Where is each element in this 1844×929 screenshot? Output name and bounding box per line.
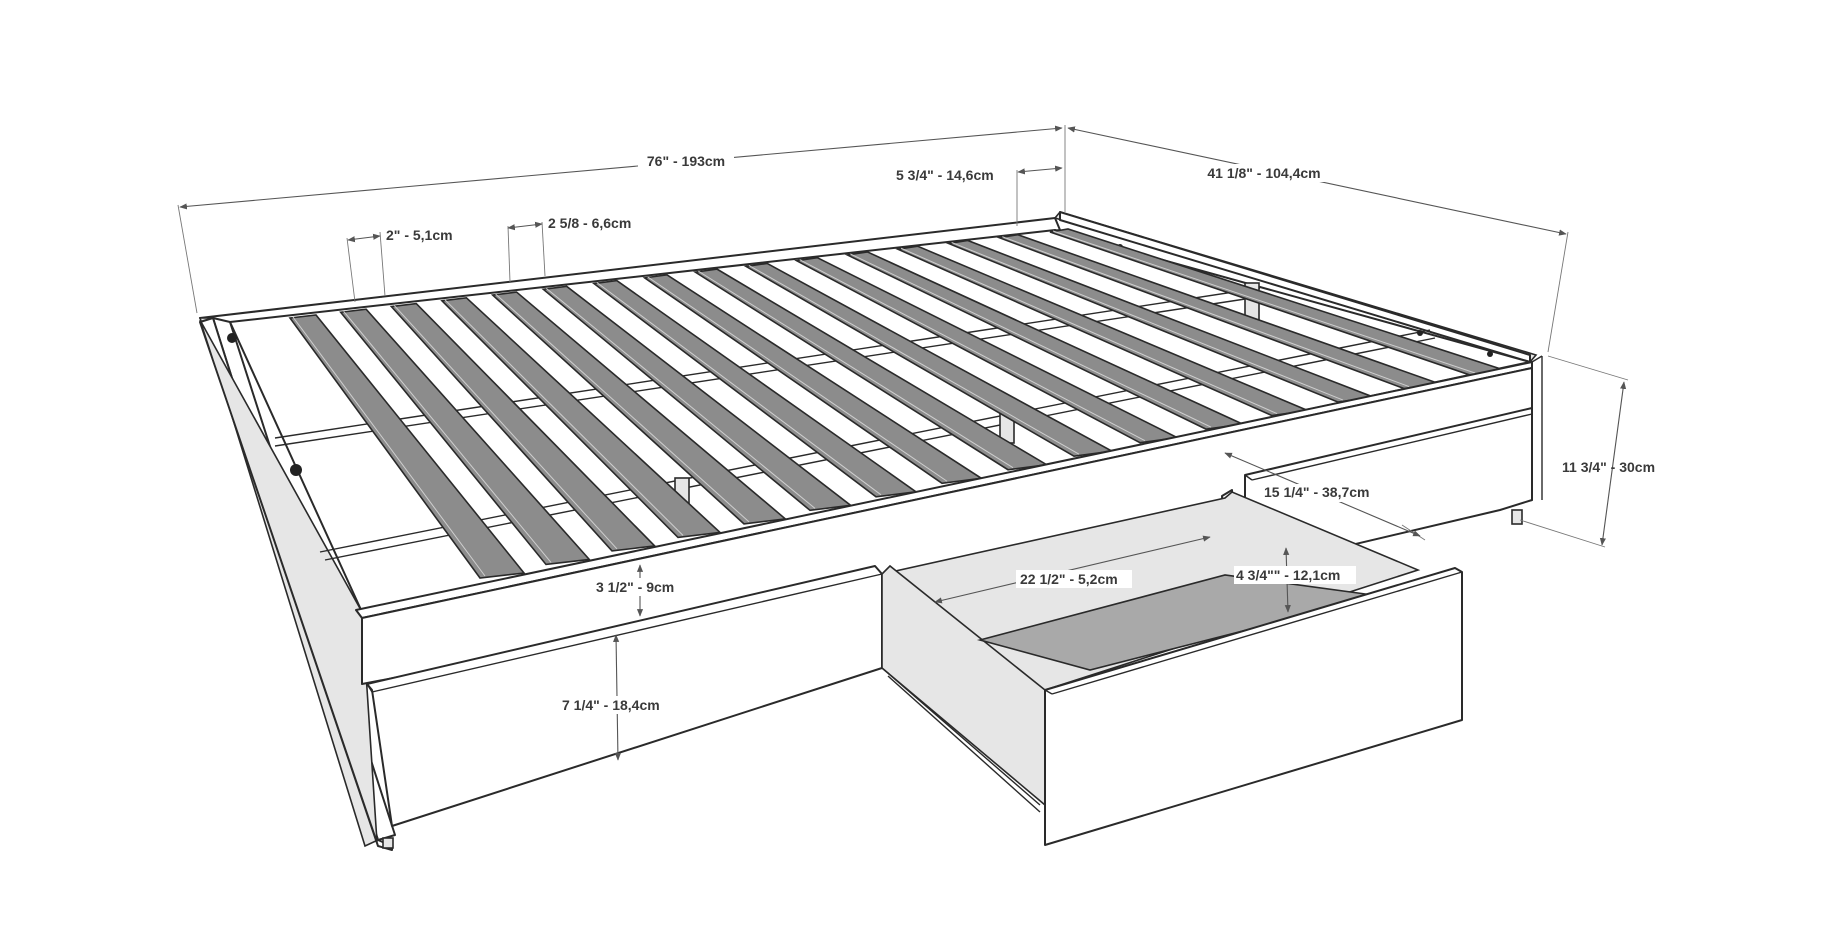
drawer-front-height-label: 7 1/4" - 18,4cm [562, 697, 660, 713]
slat [339, 308, 591, 566]
slat-width-label: 2" - 5,1cm [386, 227, 453, 243]
gap-dim-line [1017, 165, 1063, 175]
slat-highlight [292, 316, 486, 577]
slat-width-dim-line [347, 233, 381, 243]
slat [389, 302, 657, 552]
slat-highlight [343, 310, 552, 563]
front-face-edge [1531, 355, 1543, 363]
open-drawer-front [1044, 567, 1463, 846]
slats [288, 228, 1505, 579]
slat-highlight [748, 264, 1080, 455]
screw-hole [1417, 330, 1423, 336]
slat-highlight [393, 305, 618, 550]
cross-rail [324, 337, 1436, 561]
dimension-labels: 76" - 193cm 41 1/8" - 104,4cm 5 3/4" - 1… [386, 152, 1655, 714]
slat-highlight [900, 247, 1278, 415]
leg [382, 837, 394, 849]
headboard-gap-label: 5 3/4" - 14,6cm [896, 167, 994, 183]
slat-spacing-dim-line [507, 221, 543, 231]
slat-highlight [698, 270, 1014, 469]
slat-highlight [850, 253, 1212, 428]
drawer-depth-label: 22 1/2" - 5,2cm [1020, 571, 1118, 587]
slat-highlight [546, 287, 816, 509]
dim-ext-line [541, 221, 546, 277]
leg [1511, 509, 1523, 525]
slat-highlight [1002, 236, 1410, 388]
overall-width-label: 41 1/8" - 104,4cm [1207, 165, 1320, 181]
drawer-runner [887, 675, 1041, 813]
left-drawer-edge [371, 573, 883, 693]
drawer-runner [881, 667, 1041, 806]
height-dim-line [1599, 381, 1627, 546]
drawer-width-label: 15 1/4" - 38,7cm [1264, 484, 1370, 500]
dim-ext-line [1547, 355, 1629, 381]
slat-highlight [1052, 230, 1476, 374]
screw-hole [290, 464, 302, 476]
screw-hole [227, 333, 237, 343]
open-drawer-front-edge [1051, 571, 1463, 695]
slat-spacing-label: 2 5/8 - 6,6cm [548, 215, 631, 231]
slat-highlight [596, 282, 882, 496]
slat-highlight [495, 293, 750, 523]
dim-ext-line [507, 225, 511, 283]
slat-highlight [444, 299, 684, 536]
left-drawer-edge [366, 683, 373, 693]
overall-length-label: 76" - 193cm [647, 153, 725, 169]
open-drawer-front-edge [1044, 689, 1053, 695]
dim-ext-line [1547, 231, 1569, 353]
dim-ext-line [379, 231, 386, 297]
frame-height-label: 3 1/2" - 9cm [596, 579, 674, 595]
dim-ext-line [346, 237, 356, 303]
slat-highlight [647, 276, 948, 482]
slat [288, 314, 526, 579]
dim-ext-line [177, 204, 198, 314]
head-side-face [199, 319, 378, 843]
overall-height-label: 11 3/4" - 30cm [1562, 459, 1655, 475]
length-dim-line [179, 125, 1063, 210]
screw-hole [1487, 351, 1493, 357]
drawer-inner-height-label: 4 3/4"" - 12,1cm [1236, 567, 1340, 583]
slat-highlight [951, 242, 1344, 401]
dim-ext-line [1519, 519, 1606, 548]
slat-highlight [799, 259, 1146, 442]
drawer-depth-dim-line [934, 535, 1211, 604]
